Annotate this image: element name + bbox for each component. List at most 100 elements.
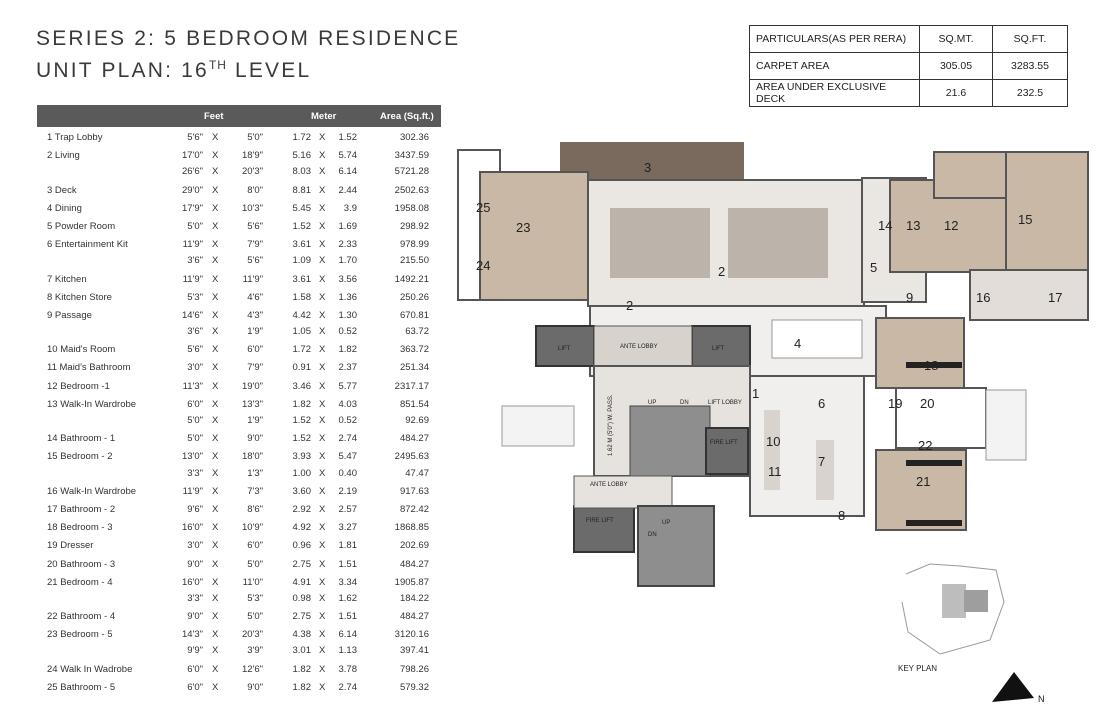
meter-2: 2.74 (338, 681, 358, 693)
times-sign: X (319, 380, 326, 392)
meter-2: 1.70 (338, 255, 358, 267)
meter-2: 2.57 (338, 503, 358, 515)
room-name: 1 Trap Lobby (47, 132, 103, 143)
room-number-15: 15 (1018, 212, 1032, 227)
bathrooms (895, 387, 987, 449)
meter-2: 1.82 (338, 344, 358, 356)
room-number-18: 18 (924, 358, 938, 373)
room-name: 18 Bedroom - 3 (47, 522, 113, 534)
feet-1: 13'0" (181, 451, 203, 463)
meter-1: 4.38 (292, 629, 312, 641)
room-name: 7 Kitchen (47, 273, 87, 285)
room-number-13: 13 (906, 218, 920, 233)
room-name: 9 Passage (47, 309, 92, 321)
meter-1: 0.91 (292, 362, 312, 374)
glass-panel (501, 405, 575, 447)
feet-1: 6'0" (187, 681, 203, 693)
rera-cell: CARPET AREA (749, 52, 920, 80)
area-value: 2317.17 (394, 380, 429, 392)
room-number-23: 23 (516, 220, 530, 235)
meter-1: 3.93 (292, 451, 312, 463)
meter-2: 3.78 (338, 663, 358, 675)
feet-1: 17'9" (181, 202, 203, 214)
north-label: N (1038, 694, 1045, 704)
deck-area (560, 142, 744, 180)
up-label: UP (648, 400, 656, 406)
ante-lobby (593, 325, 693, 367)
meter-2: 0.40 (338, 467, 358, 479)
times-sign: X (319, 629, 326, 641)
feet-1: 11'3" (182, 380, 203, 392)
key-plan-graphic (901, 563, 1005, 655)
feet-2: 18'9" (241, 150, 263, 162)
header-feet: Feet (204, 111, 224, 122)
times-sign: X (319, 415, 326, 426)
feet-2: 9'0" (247, 433, 263, 445)
times-sign: X (319, 558, 326, 570)
feet-1: 29'0" (181, 184, 203, 196)
feet-1: 3'6" (187, 255, 203, 267)
area-value: 1868.85 (394, 522, 429, 534)
times-sign: X (212, 467, 219, 479)
times-sign: X (319, 362, 326, 374)
rera-cell: 3283.55 (992, 52, 1068, 80)
meter-2: 2.44 (338, 184, 358, 196)
room-name: 17 Bathroom - 2 (47, 503, 116, 515)
title-line-1: SERIES 2: 5 BEDROOM RESIDENCE (36, 27, 461, 50)
room-outline (933, 151, 1007, 199)
meter-2: 5.77 (338, 380, 358, 392)
room-name: 2 Living (47, 150, 80, 162)
room-number-5: 5 (870, 260, 877, 275)
feet-2: 10'9" (241, 522, 263, 534)
room-number-3: 3 (644, 160, 651, 175)
room-name: 23 Bedroom - 5 (47, 629, 113, 641)
feet-2: 9'0" (247, 681, 263, 693)
times-sign: X (212, 291, 219, 303)
room-number-17: 17 (1048, 290, 1062, 305)
room-name: 16 Walk-In Wardrobe (47, 485, 137, 497)
rera-header-sqmt: SQ.MT. (919, 25, 993, 53)
meter-1: 1.58 (292, 291, 312, 303)
times-sign: X (212, 645, 219, 657)
rera-row-carpet: CARPET AREA 305.05 3283.55 (749, 52, 1068, 80)
area-value: 3437.59 (394, 150, 429, 162)
room-name: 10 Maid's Room (47, 344, 116, 356)
passage-label: 1.62 M (5'0") W. PASS. (608, 394, 614, 456)
dn-label: DN (680, 400, 689, 406)
ante-lobby-label: ANTE LOBBY (590, 482, 628, 488)
ante-lobby-lower (573, 475, 673, 509)
meter-1: 1.52 (292, 220, 312, 232)
room-name: 22 Bathroom - 4 (47, 611, 116, 623)
times-sign: X (212, 309, 219, 321)
times-sign: X (212, 202, 219, 214)
feet-1: 11'9" (182, 485, 203, 497)
meter-1: 4.42 (292, 309, 312, 321)
times-sign: X (319, 255, 326, 267)
times-sign: X (319, 166, 326, 178)
room-name: 12 Bedroom -1 (47, 380, 110, 392)
meter-2: 2.74 (338, 433, 358, 445)
meter-2: 1.51 (338, 611, 358, 623)
times-sign: X (212, 380, 219, 392)
times-sign: X (319, 451, 326, 463)
times-sign: X (319, 681, 326, 693)
feet-1: 5'3" (187, 291, 203, 303)
room-name: 11 Maid's Bathroom (47, 362, 131, 374)
feet-1: 11'9" (182, 273, 203, 285)
area-value: 978.99 (399, 239, 429, 251)
times-sign: X (212, 344, 219, 356)
north-arrow-shape (992, 672, 1034, 702)
bedroom-3-floor (875, 317, 965, 389)
meter-2: 1.36 (338, 291, 358, 303)
rera-header-sqft: SQ.FT. (992, 25, 1068, 53)
area-value: 184.22 (399, 592, 429, 604)
times-sign: X (212, 220, 219, 232)
meter-2: 1.62 (338, 592, 358, 604)
area-value: 92.69 (405, 415, 429, 426)
